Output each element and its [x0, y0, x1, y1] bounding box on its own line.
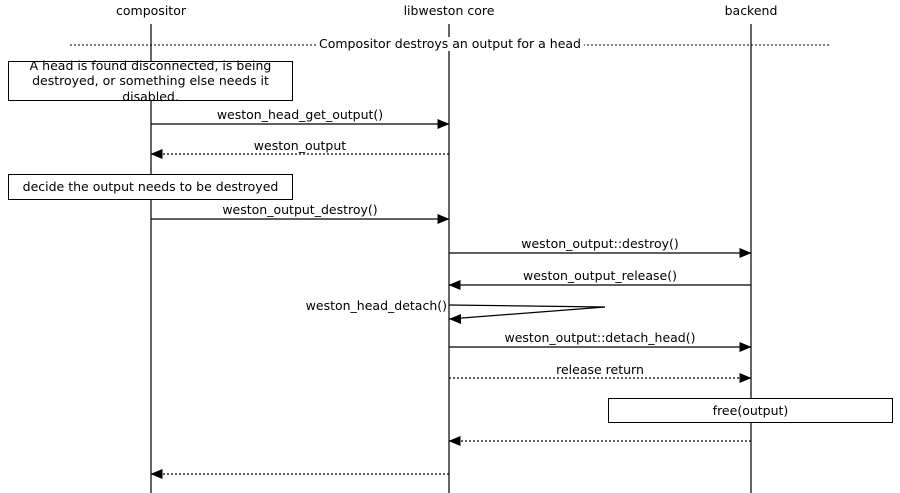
- actor-label-compositor: compositor: [116, 3, 186, 18]
- message-label-weston-output-return: weston_output: [253, 138, 347, 153]
- message-label-weston-head-detach: weston_head_detach(): [305, 298, 447, 313]
- note-free-output: free(output): [608, 398, 893, 423]
- message-label-weston-output-detach-head: weston_output::detach_head(): [504, 330, 696, 345]
- actor-label-libweston-core: libweston core: [403, 3, 495, 18]
- message-label-weston-head-get-output: weston_head_get_output(): [216, 107, 384, 122]
- message-label-weston-output-destroy: weston_output_destroy(): [222, 202, 378, 217]
- message-label-release-return: release return: [556, 362, 644, 377]
- note-head-disconnected: A head is found disconnected, is being d…: [8, 58, 293, 104]
- message-label-weston-output-destroy-vfunc: weston_output::destroy(): [521, 236, 679, 251]
- message-arrows: [150, 119, 752, 479]
- divider-label: Compositor destroys an output for a head: [316, 36, 584, 52]
- actor-label-backend: backend: [724, 3, 778, 18]
- note-decide-destroy: decide the output needs to be destroyed: [8, 174, 293, 200]
- arrow-weston-head-detach-self: [448, 304, 606, 324]
- message-label-weston-output-release: weston_output_release(): [523, 268, 677, 283]
